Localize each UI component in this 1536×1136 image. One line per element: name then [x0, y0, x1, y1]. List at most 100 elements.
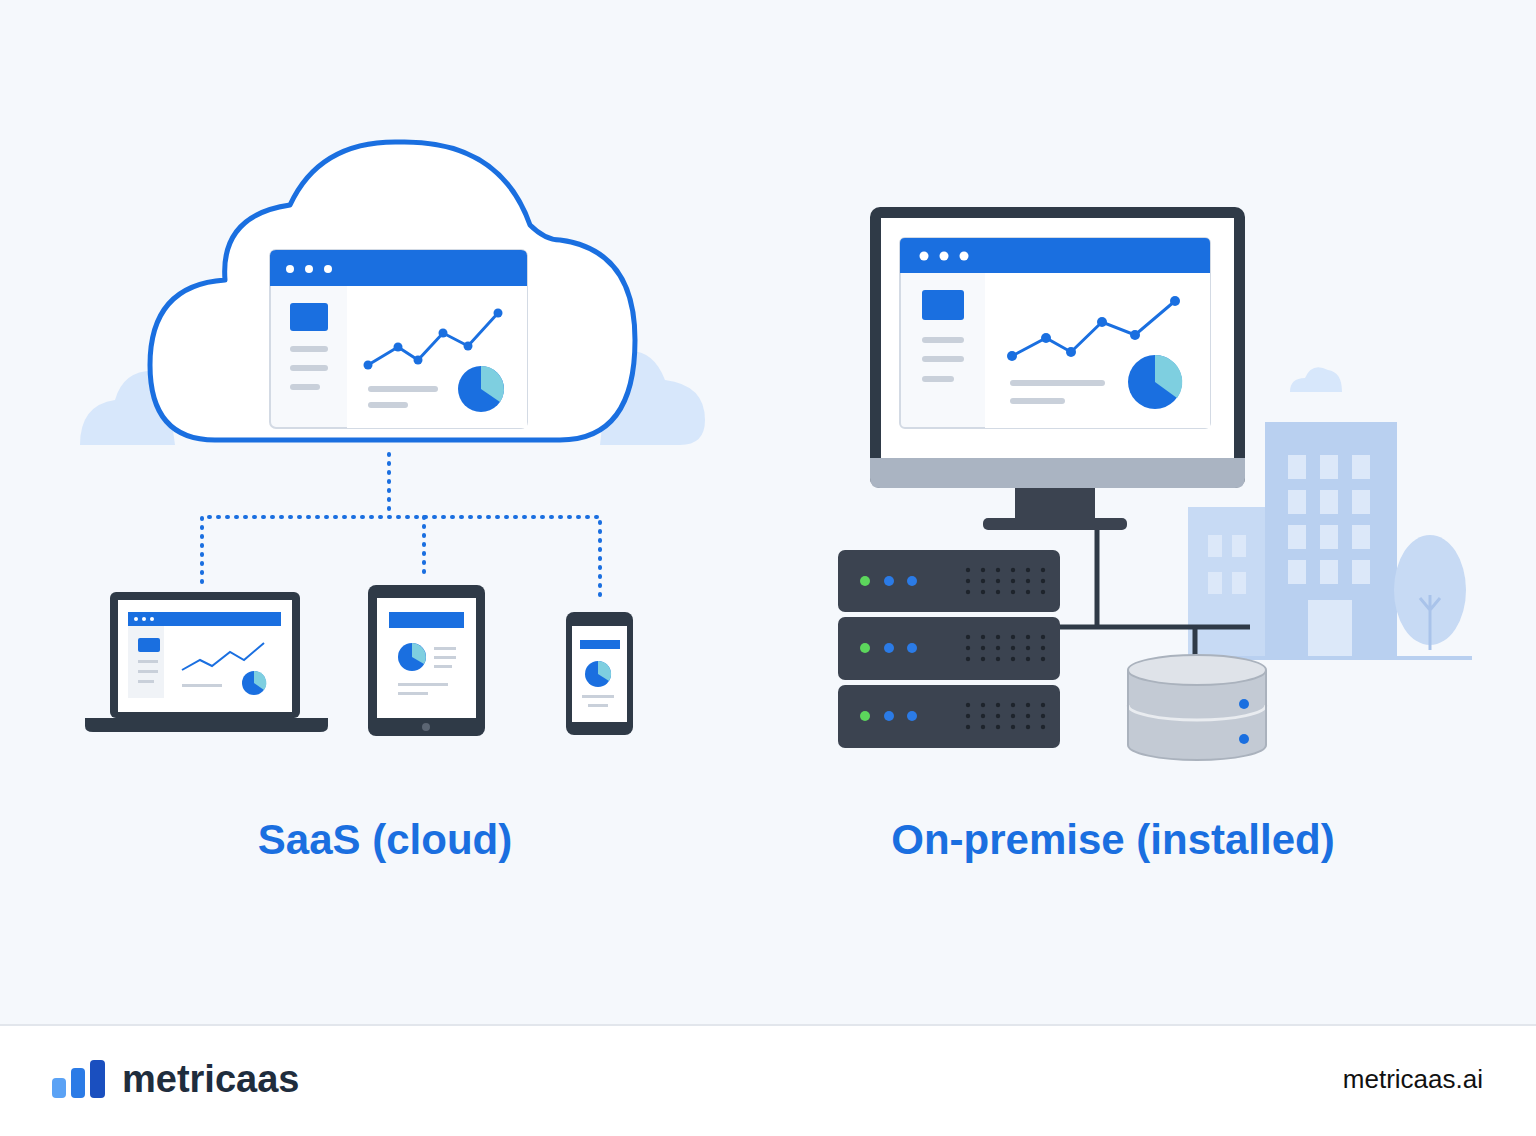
server-rack-part [884, 576, 894, 586]
laptop-device-part [128, 612, 281, 626]
brand-url: metricaas.ai [1343, 1065, 1483, 1095]
laptop-device-part [134, 617, 138, 621]
dashboard-window-part-part [394, 343, 403, 352]
server-rack-part [966, 635, 970, 639]
server-rack-part [1041, 703, 1045, 707]
tablet-device-part [422, 723, 430, 731]
desktop-monitor-part [900, 238, 1210, 428]
server-rack-part [1011, 635, 1015, 639]
dashboard-window-part [368, 402, 408, 408]
desktop-monitor-part-part [1170, 296, 1180, 306]
office-buildings-part [1188, 507, 1268, 658]
office-buildings-part-part [1320, 525, 1338, 549]
network-lines-part [387, 454, 391, 517]
dashboard-window-part [481, 366, 504, 402]
desktop-monitor-part [1015, 486, 1095, 520]
server-rack-part [1041, 657, 1045, 661]
network-wire [1058, 530, 1250, 655]
server-rack-part [1026, 725, 1030, 729]
tablet-device-part [434, 665, 452, 668]
cloud-outline-part [150, 142, 635, 440]
logo-bars-part [52, 1078, 66, 1098]
cloud-outline [150, 142, 635, 440]
office-buildings-part-part [1320, 490, 1338, 514]
server-rack-part [981, 725, 985, 729]
server-rack-part [860, 711, 870, 721]
desktop-monitor-part [983, 518, 1127, 530]
server-rack-part [838, 685, 1060, 748]
server-rack-part [996, 635, 1000, 639]
laptop-device-part [182, 643, 264, 670]
server-rack-part [1026, 703, 1030, 707]
laptop-device [85, 592, 328, 732]
dashboard-window-part [270, 250, 527, 286]
tablet-device-part [398, 683, 448, 686]
server-rack-part [1041, 579, 1045, 583]
desktop-monitor-part-part [1007, 351, 1017, 361]
dashboard-window-part-part [414, 356, 423, 365]
server-rack-part [1011, 725, 1015, 729]
dashboard-window-part-part [464, 342, 473, 351]
desktop-monitor-part [985, 273, 1210, 428]
server-rack-part [1026, 568, 1030, 572]
dashboard-window-part [368, 386, 438, 392]
server-rack-part [981, 590, 985, 594]
desktop-monitor-part-part [1041, 333, 1051, 343]
server-rack-part [981, 579, 985, 583]
server-rack-part [1011, 657, 1015, 661]
server-rack-part [1011, 568, 1015, 572]
server-rack-part [981, 635, 985, 639]
network-wire-part [1193, 627, 1198, 655]
dashboard-window-part [290, 365, 328, 371]
desktop-monitor-part [922, 337, 964, 343]
tablet-device-part [434, 647, 456, 650]
phone-device-part [588, 704, 608, 707]
server-rack-part [884, 711, 894, 721]
server-rack-part [907, 711, 917, 721]
footer-band [0, 1025, 1536, 1136]
office-buildings-part-part [1288, 455, 1306, 479]
server-rack-part [1026, 714, 1030, 718]
office-buildings-part-part [1352, 525, 1370, 549]
phone-device [566, 612, 633, 735]
server-rack-part [966, 714, 970, 718]
tablet-device-part [398, 643, 426, 671]
laptop-device-part [110, 592, 300, 718]
dashboard-window-part [290, 303, 328, 331]
database-cylinder-part [1128, 655, 1266, 685]
desktop-monitor-part [940, 252, 949, 261]
desktop-monitor-part [881, 218, 1234, 458]
dashboard-window-part [364, 309, 503, 370]
section-caption: On-premise (installed) [891, 816, 1334, 864]
server-rack-part [966, 590, 970, 594]
dashboard-window-part [290, 384, 320, 390]
server-rack-part [1011, 646, 1015, 650]
dashboard-window-part-part [439, 329, 448, 338]
server-rack-part [1026, 646, 1030, 650]
dashboard-window-part [305, 265, 313, 273]
office-buildings-part [1265, 422, 1397, 658]
office-buildings-part [1290, 367, 1342, 392]
server-rack-part [884, 643, 894, 653]
desktop-monitor-part [870, 458, 1245, 488]
phone-device-part [572, 626, 627, 722]
office-buildings-part-part [1288, 560, 1306, 584]
logo-bars-part [71, 1068, 85, 1098]
database-cylinder [1128, 655, 1266, 760]
server-rack-part [1041, 646, 1045, 650]
laptop-device-part [142, 617, 146, 621]
server-rack-part [981, 703, 985, 707]
database-cylinder-part [1239, 699, 1249, 709]
desktop-monitor-part [922, 290, 964, 320]
server-rack-part [996, 646, 1000, 650]
server-rack-part [1011, 579, 1015, 583]
dashboard-window-part [368, 313, 498, 365]
server-rack-part [1041, 635, 1045, 639]
desktop-monitor-part [1012, 301, 1175, 356]
server-rack-part [1026, 635, 1030, 639]
laptop-device-part [138, 670, 158, 673]
tablet-device-part [368, 585, 485, 736]
office-buildings-part-part [1208, 572, 1222, 594]
dashboard-window-part [286, 265, 294, 273]
network-lines [202, 454, 600, 600]
